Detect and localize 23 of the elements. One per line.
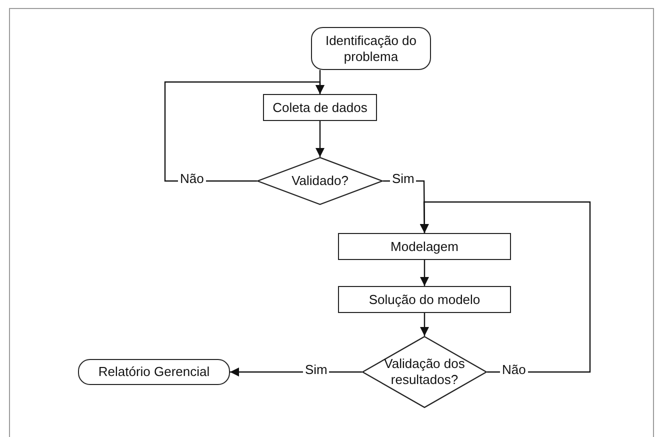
node-label: Coleta de dados <box>272 100 368 116</box>
node-label: Modelagem <box>390 238 460 254</box>
arrow <box>316 121 324 157</box>
terminal-box <box>311 27 431 70</box>
edge-label: Não <box>500 363 528 378</box>
terminal-box <box>78 359 230 385</box>
edge-label: Sim <box>390 172 416 186</box>
process-box <box>338 233 511 260</box>
arrow <box>420 313 429 336</box>
decision-diamond <box>257 157 383 205</box>
node-label: Identificação do problema <box>324 32 418 64</box>
process-box <box>263 94 377 121</box>
node-label: Solução do modelo <box>368 292 482 308</box>
edge-label: Não <box>178 172 206 186</box>
node-label: Relatório Gerencial <box>97 364 211 380</box>
process-box <box>338 286 511 313</box>
arrow <box>420 201 591 373</box>
arrow <box>420 260 429 286</box>
node-label: Validado? <box>290 173 350 189</box>
node-label: Validação dos resultados? <box>383 356 466 388</box>
edge-label: Sim <box>303 363 330 378</box>
decision-diamond <box>362 336 487 408</box>
arrow <box>164 81 324 182</box>
